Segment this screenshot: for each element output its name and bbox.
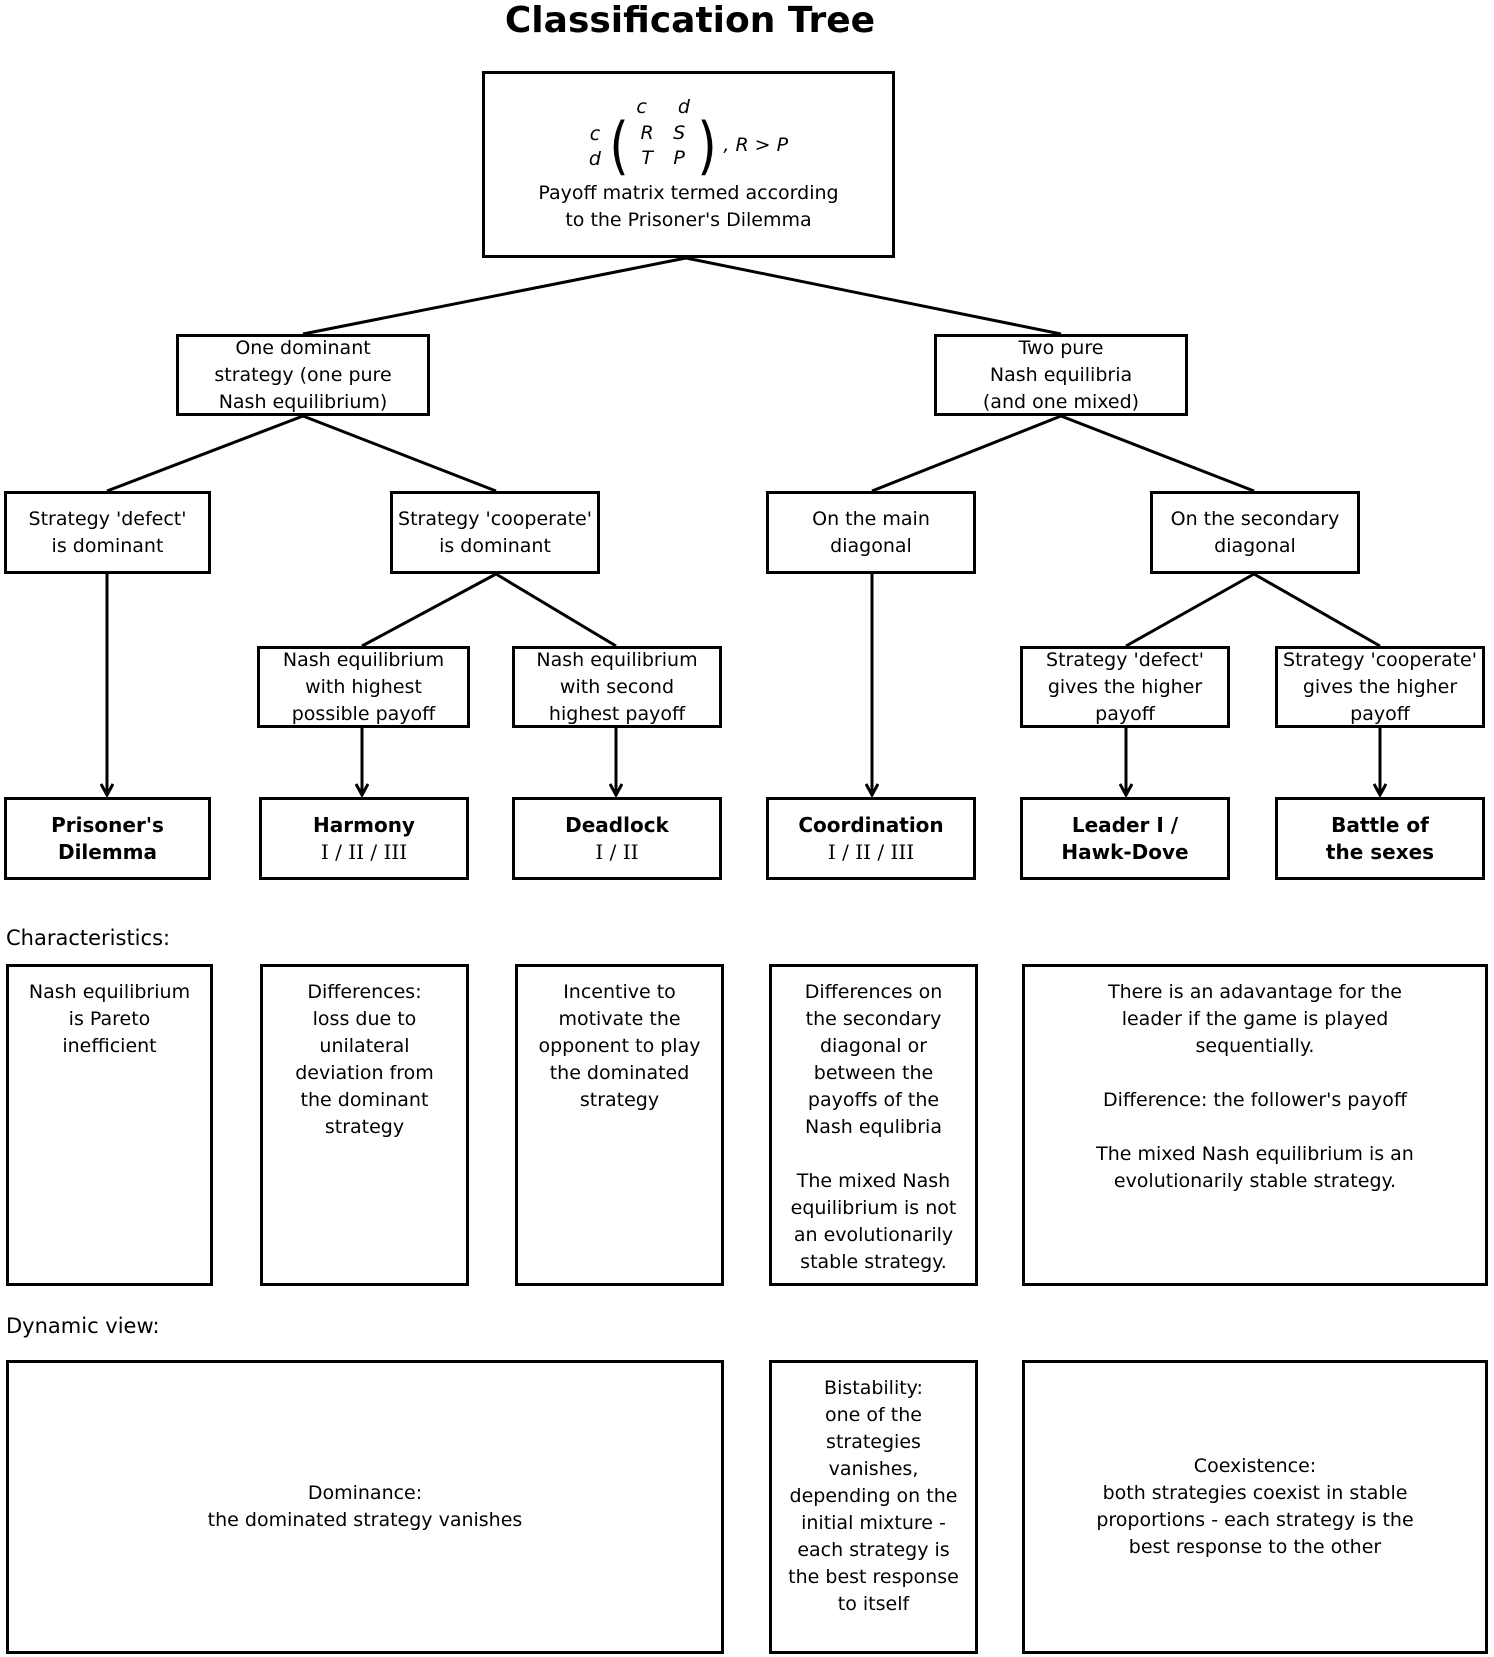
matrix-col-labels: c d (607, 96, 719, 118)
characteristics-text: Incentive to motivate the opponent to pl… (538, 981, 701, 1111)
matrix-cell: R (640, 121, 654, 144)
characteristics-text: Nash equilibrium is Pareto inefficient (28, 981, 191, 1057)
edge-one-dominant-cooperate (302, 414, 497, 493)
edge-root-two-pure (685, 256, 1062, 336)
characteristics-harmony: Differences: loss due to unilateral devi… (260, 964, 469, 1286)
characteristics-text: There is an adavantage for the leader if… (1096, 981, 1414, 1192)
game-variants: I / II / III (827, 839, 915, 864)
characteristics-prisoners: Nash equilibrium is Pareto inefficient (6, 964, 213, 1286)
dynamic-text: Bistability: one of the strategies vanis… (788, 1377, 959, 1615)
left-paren: ( (609, 108, 629, 182)
characteristics-heading: Characteristics: (6, 926, 171, 950)
node-cooperate-dominant: Strategy 'cooperate' is dominant (390, 491, 600, 574)
game-name: Coordination (798, 812, 944, 837)
node-main-diagonal: On the main diagonal (766, 491, 976, 574)
game-name: Harmony (313, 812, 415, 837)
matrix-condition: , R > P (723, 134, 789, 156)
right-paren: ) (697, 108, 717, 182)
edge-root-one-dominant (302, 256, 687, 336)
game-name: Leader I / Hawk-Dove (1061, 812, 1189, 864)
node-highest-payoff: Nash equilibrium with highest possible p… (257, 646, 470, 728)
node-secondary-diagonal: On the secondary diagonal (1150, 491, 1360, 574)
characteristics-leader-battle: There is an adavantage for the leader if… (1022, 964, 1488, 1286)
node-label: On the secondary diagonal (1170, 507, 1340, 557)
dynamic-text: Dominance: the dominated strategy vanish… (207, 1482, 523, 1531)
node-label: Nash equilibrium with highest possible p… (282, 648, 445, 725)
edge-two-pure-secondary (1060, 414, 1255, 493)
matrix-cell: T (641, 146, 653, 169)
dynamic-view-heading: Dynamic view: (6, 1314, 160, 1338)
game-battle-of-the-sexes: Battle of the sexes (1275, 797, 1485, 880)
game-name: Deadlock (565, 812, 669, 837)
node-label: Strategy 'defect' is dominant (28, 507, 187, 557)
node-label: One dominant strategy (one pure Nash equ… (214, 336, 392, 413)
edge-cooperate-highest (361, 572, 497, 648)
game-name: Battle of the sexes (1325, 812, 1435, 864)
edge-cooperate-second (495, 572, 617, 648)
edge-one-dominant-defect (106, 414, 304, 493)
game-prisoners-dilemma: Prisoner's Dilemma (4, 797, 211, 880)
edge-secondary-defect (1125, 572, 1255, 648)
matrix-cell: S (673, 121, 686, 144)
characteristics-text: Differences on the secondary diagonal or… (790, 981, 957, 1273)
col-label: d (677, 95, 690, 118)
root-node: c d c d ( R S T P ) , R > P Payoff matri… (482, 71, 895, 258)
game-leader-hawk-dove: Leader I / Hawk-Dove (1020, 797, 1230, 880)
node-label: On the main diagonal (812, 507, 930, 557)
characteristics-coordination: Differences on the secondary diagonal or… (769, 964, 978, 1286)
node-label: Two pure Nash equilibria (and one mixed) (982, 336, 1140, 413)
edge-secondary-cooperate (1253, 572, 1381, 648)
node-one-dominant-strategy: One dominant strategy (one pure Nash equ… (176, 334, 430, 416)
edge-two-pure-main (871, 414, 1062, 493)
col-label: c (636, 95, 647, 118)
node-cooperate-higher-payoff: Strategy 'cooperate' gives the higher pa… (1275, 646, 1485, 728)
node-label: Strategy 'cooperate' gives the higher pa… (1283, 648, 1477, 725)
matrix-cells: R S T P (631, 121, 695, 171)
matrix-body: c d ( R S T P ) (607, 96, 719, 182)
node-defect-dominant: Strategy 'defect' is dominant (4, 491, 211, 574)
diagram-title: Classification Tree (504, 0, 876, 41)
row-label: d (588, 148, 601, 170)
game-name: Prisoner's Dilemma (51, 812, 164, 864)
node-defect-higher-payoff: Strategy 'defect' gives the higher payof… (1020, 646, 1230, 728)
dynamic-text: Coexistence: both strategies coexist in … (1096, 1455, 1414, 1558)
dynamic-bistability: Bistability: one of the strategies vanis… (769, 1360, 978, 1654)
node-second-highest-payoff: Nash equilibrium with second highest pay… (512, 646, 722, 728)
node-label: Strategy 'cooperate' is dominant (398, 507, 592, 557)
node-label: Nash equilibrium with second highest pay… (536, 648, 698, 725)
game-deadlock: Deadlock I / II (512, 797, 722, 880)
root-caption: Payoff matrix termed according to the Pr… (538, 181, 839, 231)
characteristics-deadlock: Incentive to motivate the opponent to pl… (515, 964, 724, 1286)
game-coordination: Coordination I / II / III (766, 797, 976, 880)
row-label: c (589, 123, 601, 145)
characteristics-text: Differences: loss due to unilateral devi… (295, 981, 434, 1138)
matrix-cell: P (673, 146, 685, 169)
game-harmony: Harmony I / II / III (259, 797, 469, 880)
matrix-row-labels: c d (589, 122, 601, 172)
game-variants: I / II (595, 839, 639, 864)
node-label: Strategy 'defect' gives the higher payof… (1046, 648, 1204, 725)
node-two-pure-nash: Two pure Nash equilibria (and one mixed) (934, 334, 1188, 416)
dynamic-dominance: Dominance: the dominated strategy vanish… (6, 1360, 724, 1654)
game-variants: I / II / III (320, 839, 408, 864)
payoff-matrix: c d c d ( R S T P ) , R > P (589, 96, 789, 182)
dynamic-coexistence: Coexistence: both strategies coexist in … (1022, 1360, 1488, 1654)
